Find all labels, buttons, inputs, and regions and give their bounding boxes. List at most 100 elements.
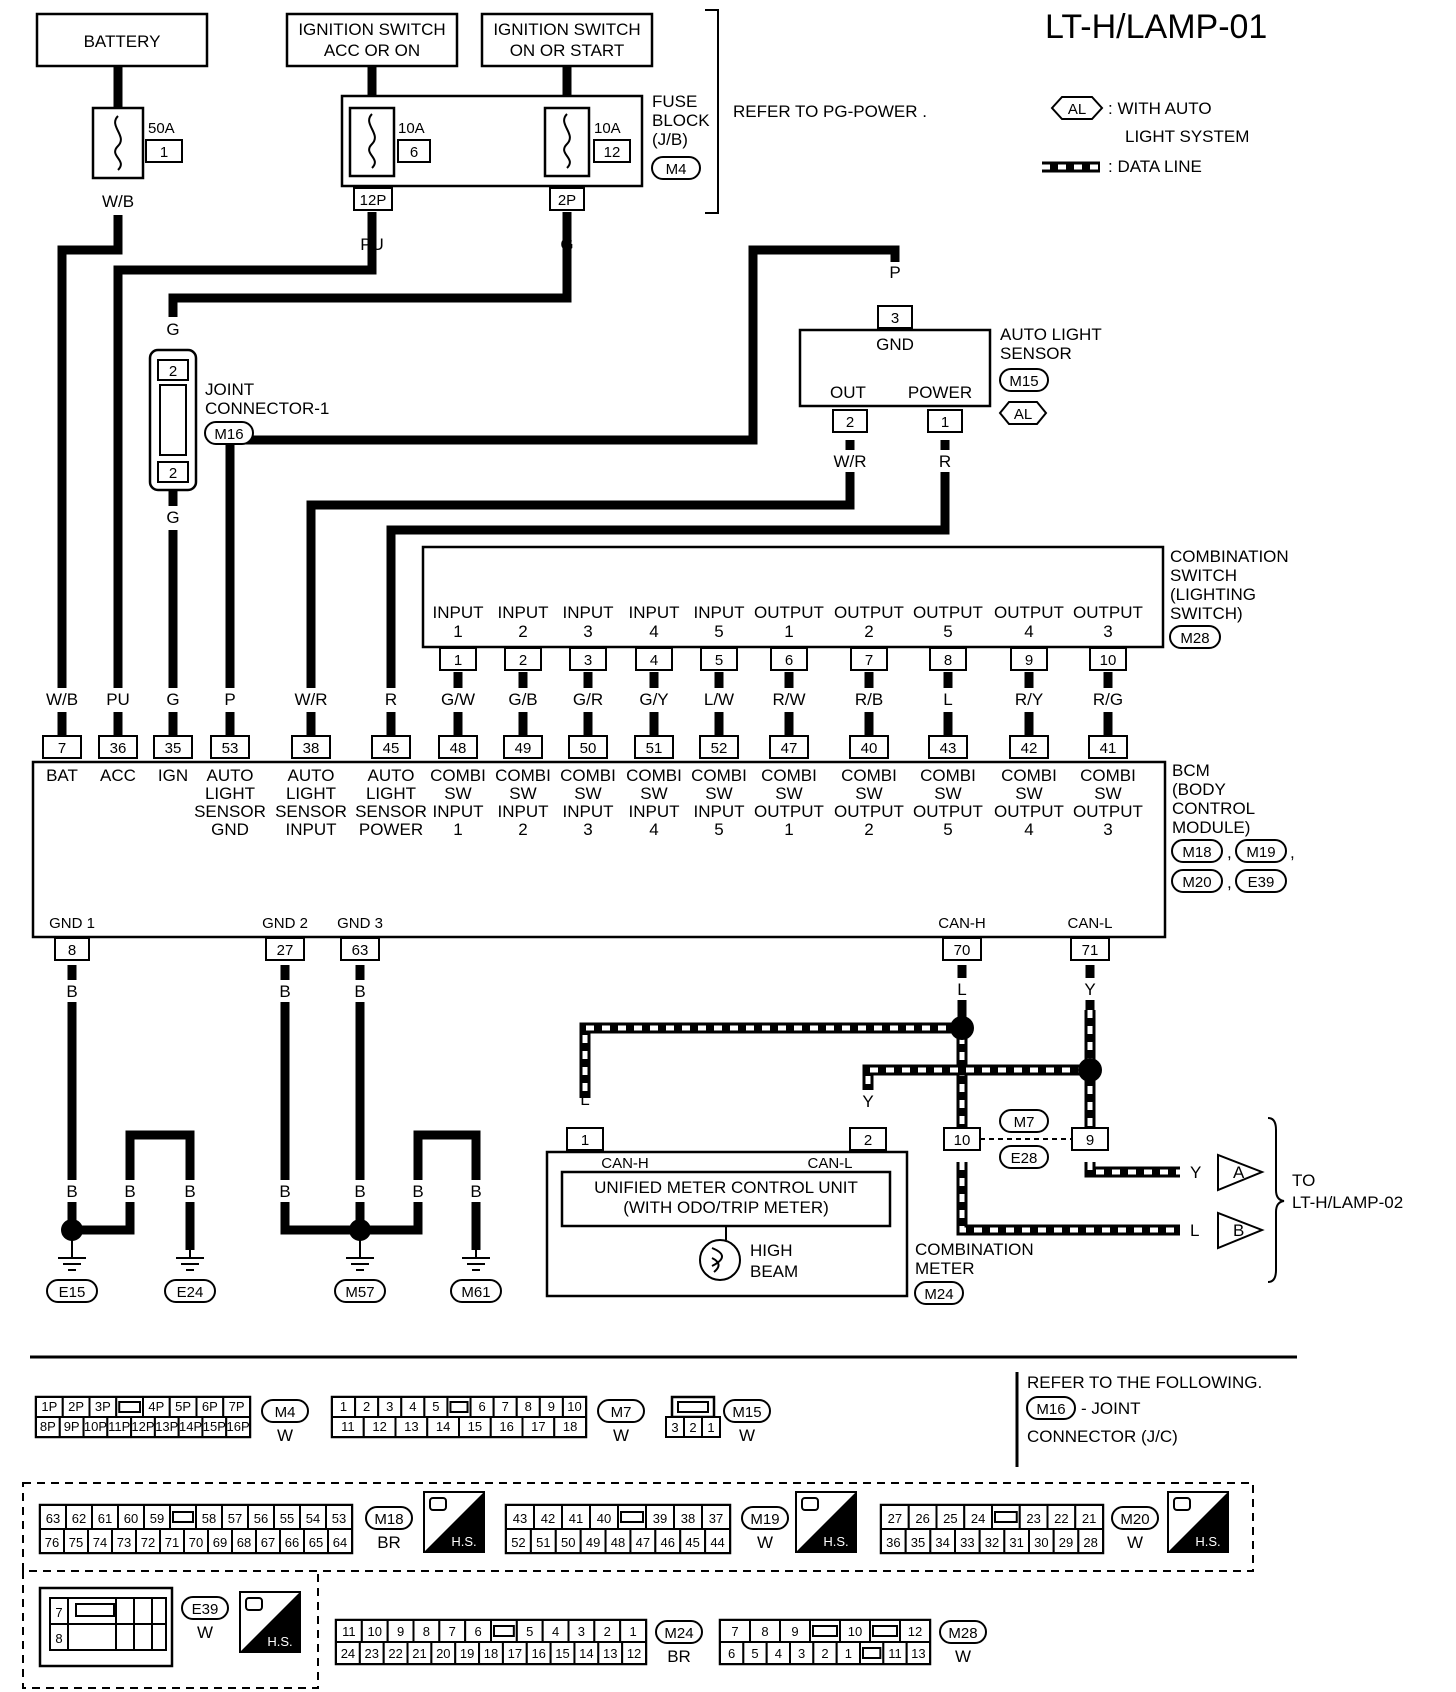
cavity-number: 7 xyxy=(731,1624,738,1639)
combi-col-label: INPUT xyxy=(629,603,680,622)
connector-cavity xyxy=(279,1528,305,1554)
bcm-pin-function: SW xyxy=(775,784,802,803)
hs-badge-text: H.S. xyxy=(823,1534,848,1549)
sensor-wire-r: R xyxy=(939,452,951,471)
bcm-pin-number: 52 xyxy=(711,740,728,757)
combi-label-2: SWITCH xyxy=(1170,566,1237,585)
meter-canh: CAN-H xyxy=(601,1155,649,1172)
cavity-number: 34 xyxy=(935,1535,949,1550)
cavity-number: 63 xyxy=(46,1511,60,1526)
cavity-number: 67 xyxy=(261,1535,275,1550)
cavity-number: 4 xyxy=(552,1624,559,1639)
wire-gnd-e24 xyxy=(72,1130,195,1250)
cavity-number: 6 xyxy=(474,1624,481,1639)
hs-dashed-group xyxy=(22,1482,1254,1572)
bcm-pin-function: 3 xyxy=(583,820,592,839)
connector-cavity xyxy=(553,1416,587,1438)
connector-color: W xyxy=(739,1426,755,1445)
connector-cavity xyxy=(111,1528,137,1554)
combi-pin xyxy=(1089,647,1127,671)
connector-code: M19 xyxy=(750,1511,779,1528)
svg-text:,: , xyxy=(1227,843,1232,862)
sensor-pin-power: 1 xyxy=(941,414,949,431)
cavity-number: 68 xyxy=(237,1535,251,1550)
legend-al-text-1: : WITH AUTO xyxy=(1108,99,1212,118)
cavity-number: 10 xyxy=(368,1624,382,1639)
bcm-pin-function: AUTO xyxy=(288,766,335,785)
cavity-number: 74 xyxy=(93,1535,107,1550)
can-wire-y: Y xyxy=(1084,980,1095,999)
cavity-number: 36 xyxy=(886,1535,900,1550)
combi-wire-color: G/R xyxy=(573,690,603,709)
bcm-pin-number: 53 xyxy=(222,740,239,757)
cavity-number: 4 xyxy=(409,1399,416,1414)
svg-text:B: B xyxy=(66,1182,77,1201)
bcm-pin-function: SW xyxy=(1094,784,1121,803)
cavity-number: 9 xyxy=(791,1624,798,1639)
cavity-number: 26 xyxy=(915,1511,929,1526)
connector-tag xyxy=(181,1596,229,1620)
cavity-number: 56 xyxy=(254,1511,268,1526)
combi-wire-label-bg xyxy=(566,688,610,710)
combi-col-label: INPUT xyxy=(498,603,549,622)
bcm-pin-function: AUTO xyxy=(368,766,415,785)
cavity-number: 8P xyxy=(40,1419,56,1434)
inline-pin-b: 9 xyxy=(1086,1132,1094,1149)
cavity-number: 21 xyxy=(412,1646,426,1661)
connector-color: W xyxy=(955,1647,971,1666)
cavity-number: 1 xyxy=(845,1646,852,1661)
meter-label-1: COMBINATION xyxy=(915,1240,1034,1259)
auto-light-sensor: P 3 GND OUT POWER 2 1 W/R R AUTO LIGHT S… xyxy=(798,262,1102,472)
svg-text:B: B xyxy=(184,1182,195,1201)
connector-color: BR xyxy=(667,1647,691,1666)
combi-pin-number: 5 xyxy=(715,652,723,669)
cavity-number: 12 xyxy=(627,1646,641,1661)
joint-connector: G 2 2 G JOINT CONNECTOR-1 M16 xyxy=(148,320,329,527)
cavity-number: 30 xyxy=(1034,1535,1048,1550)
cavity-number: 60 xyxy=(124,1511,138,1526)
svg-text:,: , xyxy=(1290,843,1295,862)
latch-icon xyxy=(75,1603,115,1617)
wire-wb-label: W/B xyxy=(102,192,134,211)
bcm-pin-function: COMBI xyxy=(495,766,551,785)
combi-wire-label-bg xyxy=(1086,688,1130,710)
cavity-number: 11 xyxy=(342,1624,356,1639)
connector-cavity xyxy=(63,1528,89,1554)
connector-cavity xyxy=(39,1528,65,1554)
connector-cavity xyxy=(207,1528,233,1554)
bcm-wire-label-bg xyxy=(38,688,86,710)
cavity-number: 18 xyxy=(563,1419,577,1434)
conn-2p: 2P xyxy=(558,192,576,209)
high-beam-indicator-icon xyxy=(699,1239,741,1281)
cavity-number: 3 xyxy=(671,1420,678,1435)
ground-e24: E24 xyxy=(164,1250,216,1303)
hs-badge-fill xyxy=(796,1492,856,1552)
cavity-number: 44 xyxy=(710,1535,724,1550)
conn-tag-m4 xyxy=(651,156,701,180)
cavity-number: 48 xyxy=(611,1535,625,1550)
bcm-pin-number: 49 xyxy=(515,740,532,757)
meter-pin2: 2 xyxy=(864,1132,872,1149)
combi-label-1: COMBINATION xyxy=(1170,547,1289,566)
bcm-top-pins: W/B7BATPU36ACCG35IGNP53AUTOLIGHTSENSORGN… xyxy=(38,688,1143,839)
cavity-number: 3 xyxy=(798,1646,805,1661)
fuse3-no: 12 xyxy=(604,144,621,161)
fuse1-amp: 50A xyxy=(148,120,175,137)
cavity-number: 27 xyxy=(888,1511,902,1526)
cavity-number: 58 xyxy=(202,1511,216,1526)
bcm-pin-function: COMBI xyxy=(841,766,897,785)
ground-e15: E15 xyxy=(46,1240,98,1303)
latch-icon xyxy=(172,1511,194,1523)
al-tag-icon xyxy=(1050,96,1104,120)
cavity-number: 9P xyxy=(64,1419,80,1434)
cavity-number: 61 xyxy=(98,1511,112,1526)
cavity-number: 6P xyxy=(202,1399,218,1414)
combination-meter: L Y 1 2 CAN-H CAN-L UNIFIED METER CONTRO… xyxy=(545,1090,1034,1305)
ground-wire-labels: B B B B B B B B B B xyxy=(63,980,485,1202)
to-a: A xyxy=(1233,1163,1245,1182)
cavity-number: 9 xyxy=(397,1624,404,1639)
cavity-number: 29 xyxy=(1059,1535,1073,1550)
latch-icon xyxy=(677,1401,709,1413)
